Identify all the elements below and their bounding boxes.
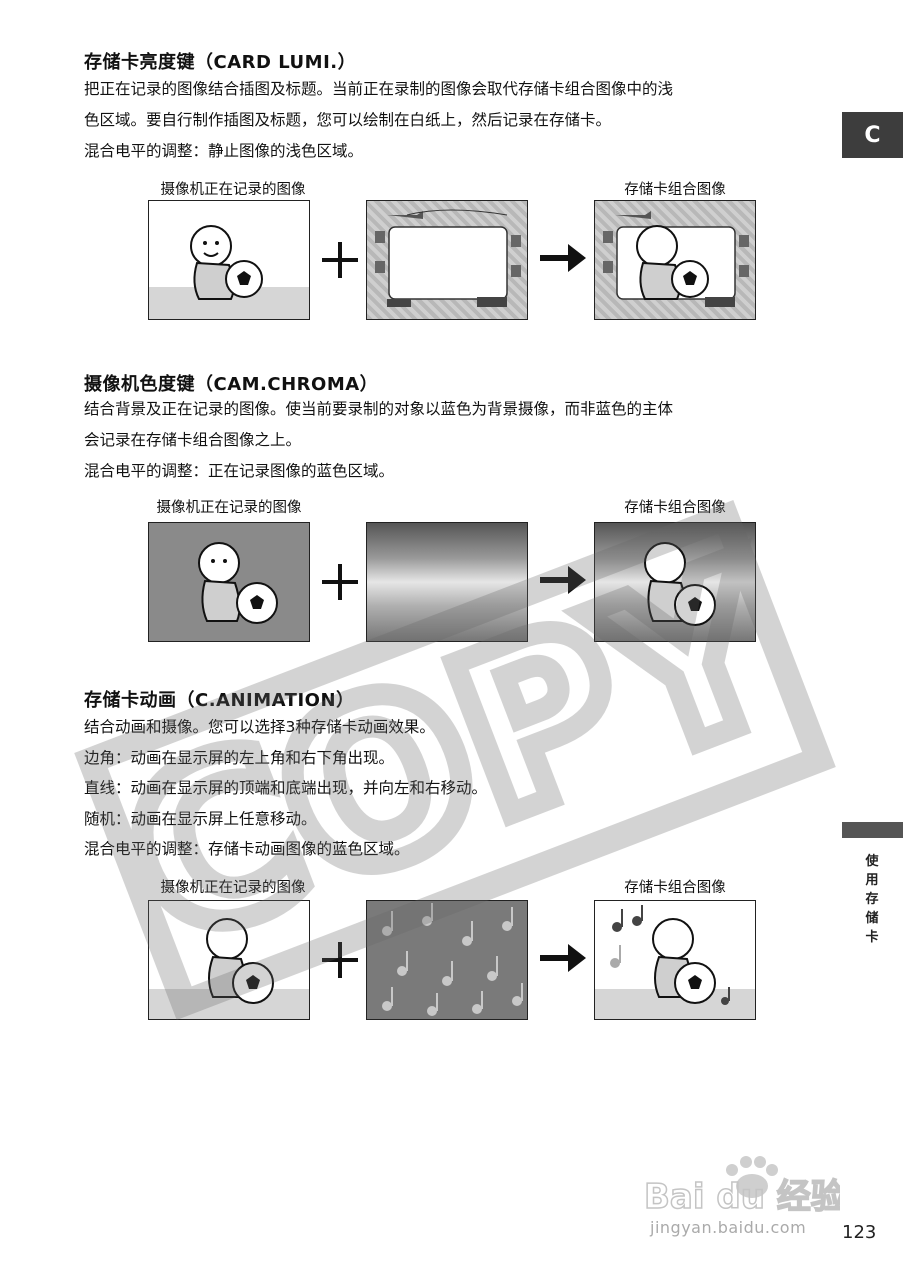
panel-card-frame xyxy=(366,200,528,320)
section-title-card-lumi: 存储卡亮度键（CARD LUMI.） xyxy=(84,52,357,73)
body-line: 结合背景及正在记录的图像。使当前要录制的对象以蓝色为背景摄像，而非蓝色的主体 xyxy=(84,400,674,418)
caption-camera-image: 摄像机正在记录的图像 xyxy=(160,880,306,896)
caption-card-composite: 存储卡组合图像 xyxy=(624,880,726,896)
caption-camera-image: 摄像机正在记录的图像 xyxy=(156,500,302,516)
section-body-card-lumi: 把正在记录的图像结合插图及标题。当前正在录制的图像会取代存储卡组合图像中的浅 色… xyxy=(84,74,824,167)
music-note-icon xyxy=(382,903,523,1016)
panel-card-composite-3 xyxy=(594,900,756,1020)
plus-icon xyxy=(320,240,360,284)
baidu-url: jingyan.baidu.com xyxy=(650,1218,807,1237)
plus-icon xyxy=(320,562,360,606)
chapter-tab: C xyxy=(842,112,903,158)
section-title-cam-chroma: 摄像机色度键（CAM.CHROMA） xyxy=(84,374,379,395)
body-line: 混合电平的调整：正在记录图像的蓝色区域。 xyxy=(84,462,395,480)
side-bar-marker xyxy=(842,822,903,838)
body-line: 随机：动画在显示屏上任意移动。 xyxy=(84,809,317,828)
arrow-right-icon xyxy=(540,944,586,976)
body-line: 结合动画和摄像。您可以选择3种存储卡动画效果。 xyxy=(84,718,435,736)
panel-camera-image-1 xyxy=(148,200,310,320)
section-body-c-animation: 结合动画和摄像。您可以选择3种存储卡动画效果。 边角：动画在显示屏的左上角和右下… xyxy=(84,712,824,865)
body-line: 直线：动画在显示屏的顶端和底端出现，并向左和右移动。 xyxy=(84,779,488,797)
panel-camera-image-2 xyxy=(148,522,310,642)
body-line: 把正在记录的图像结合插图及标题。当前正在录制的图像会取代存储卡组合图像中的浅 xyxy=(84,80,674,98)
side-section-label: 使用存储卡 xyxy=(865,854,879,945)
panel-card-composite-1 xyxy=(594,200,756,320)
section-body-cam-chroma: 结合背景及正在记录的图像。使当前要录制的对象以蓝色为背景摄像，而非蓝色的主体 会… xyxy=(84,394,824,487)
baby-icon xyxy=(190,225,263,300)
arrow-right-icon xyxy=(540,244,586,276)
plus-icon xyxy=(320,940,360,984)
panel-music-notes-animation xyxy=(366,900,528,1020)
body-line: 混合电平的调整：静止图像的浅色区域。 xyxy=(84,142,364,160)
caption-camera-image: 摄像机正在记录的图像 xyxy=(160,182,306,198)
page-number: 123 xyxy=(842,1222,877,1243)
section-title-c-animation: 存储卡动画（C.ANIMATION） xyxy=(84,690,355,711)
caption-card-composite: 存储卡组合图像 xyxy=(624,182,726,198)
panel-sky-background xyxy=(366,522,528,642)
body-line: 色区域。要自行制作插图及标题，您可以绘制在白纸上，然后记录在存储卡。 xyxy=(84,111,612,129)
baidu-logo-text: Bai du 经验 xyxy=(644,1177,840,1217)
arrow-right-icon xyxy=(540,566,586,598)
caption-card-composite: 存储卡组合图像 xyxy=(624,500,726,516)
body-line: 边角：动画在显示屏的左上角和右下角出现。 xyxy=(84,748,395,767)
body-line: 会记录在存储卡组合图像之上。 xyxy=(84,431,302,449)
panel-card-composite-2 xyxy=(594,522,756,642)
body-line: 混合电平的调整：存储卡动画图像的蓝色区域。 xyxy=(84,840,410,858)
panel-camera-image-3 xyxy=(148,900,310,1020)
baidu-logo: Bai du 经验 xyxy=(643,1156,840,1218)
